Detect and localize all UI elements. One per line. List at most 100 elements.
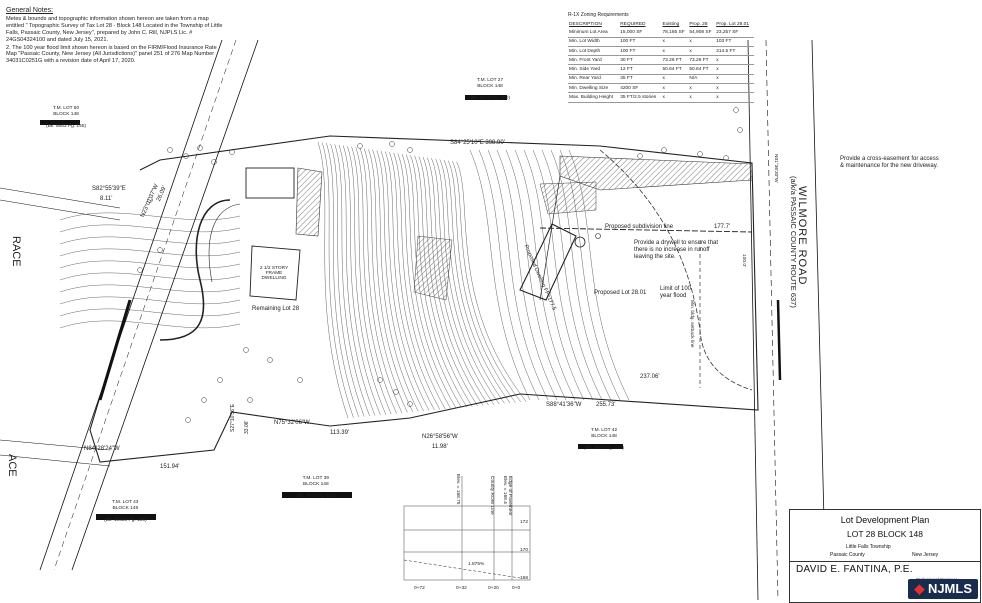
contour-line: [334, 144, 370, 417]
contour-line: [59, 320, 241, 329]
zoning-cell: x: [688, 83, 716, 94]
drywell-note: Provide a drywell to ensure that there i…: [634, 240, 719, 260]
county-label: Passaic County: [830, 552, 865, 558]
tax-lot-43-block: BLOCK 148: [112, 506, 139, 511]
wilmore-road: [747, 39, 827, 601]
bearing-mid-bottom-3-dim: 11.98': [432, 444, 448, 450]
zoning-cell: 50.64 FT: [661, 64, 689, 75]
profile-station-3: 0+20: [488, 586, 499, 591]
tax-lot-39-book: (Bk. 7946 Pg. 113): [296, 494, 336, 499]
zoning-cell: 30 FT: [619, 55, 662, 66]
tree-symbol: [197, 145, 203, 151]
profile-slope: 1.875%: [468, 562, 485, 567]
zoning-cell: x: [661, 37, 689, 47]
township-label: Little Falls Township: [846, 544, 891, 550]
tree-symbol: [637, 153, 643, 159]
zoning-cell: Min. Front Yard: [568, 55, 620, 66]
engineer-name: DAVID E. FANTINA, P.E.: [796, 564, 913, 575]
tree-symbol: [211, 159, 217, 165]
zoning-cell: Minimum Lot Area: [568, 28, 620, 38]
zoning-cell: 214.5 FT: [715, 46, 754, 57]
profile-station-2: 0+32: [456, 586, 467, 591]
tax-lot-39: T.M. LOT 39 BLOCK 148 (Bk. 7946 Pg. 113): [296, 476, 336, 500]
contour-line: [338, 144, 376, 416]
easement-note: Provide a cross-easement for access & ma…: [840, 156, 939, 169]
flood-limit-label: Limit of 100 year flood: [660, 286, 692, 299]
state-label: New Jersey: [912, 552, 939, 558]
contour-line: [351, 146, 392, 415]
contour-line: [368, 149, 414, 413]
zoning-cell: 54,908 SF: [688, 28, 716, 38]
tree-symbol: [737, 127, 743, 133]
contour-line: [405, 154, 462, 408]
zoning-cell: 4200 SF: [619, 83, 662, 94]
zoning-table-title: R-1X Zoning Requirements: [568, 12, 629, 18]
contour-line: [532, 149, 594, 401]
contour-line: [347, 146, 387, 415]
zoning-cell: 15,000 SF: [619, 28, 662, 38]
zoning-cell: x: [688, 37, 716, 47]
tax-lot-60-lot: T.M. LOT 60: [52, 106, 80, 111]
subdivision-line-2: [539, 175, 561, 301]
bearing-mid-bottom-2-dim: 33.06': [244, 420, 250, 434]
tax-lot-43-book: (Bk. 10330 Pg. 196): [104, 518, 147, 523]
slope-hatch: [413, 235, 453, 301]
existing-drive-hatch: [295, 167, 323, 237]
drywell-symbol-2: [595, 233, 601, 239]
tree-symbol: [407, 147, 413, 153]
general-notes: General Notes: Metes & bounds and topogr…: [6, 7, 228, 66]
tree-symbol: [147, 197, 153, 203]
existing-dwelling-footprint: [249, 245, 301, 301]
profile-172: 172: [520, 520, 529, 525]
zoning-cell: 100 FT: [619, 37, 662, 47]
plan-title: Lot Development Plan: [840, 515, 930, 525]
tax-lot-42: T.M. LOT 42 BLOCK 148 (Bk. 5668 Pg. 313): [584, 428, 624, 452]
contour-line: [469, 149, 531, 401]
contour-line: [443, 159, 511, 404]
zoning-cell: x: [661, 74, 689, 85]
subdivision-line: [539, 227, 753, 233]
contour-line: [59, 308, 241, 317]
zoning-header: Prop. 28: [689, 21, 708, 27]
contour-line: [478, 149, 540, 401]
tree-symbol: [217, 377, 223, 383]
tree-symbol: [661, 147, 667, 153]
lot-block-label: LOT 28 BLOCK 148: [847, 529, 923, 539]
contour-line: [372, 149, 419, 412]
bearing-left-top-dim: 8.11': [100, 196, 113, 202]
bearing-mid-bottom-1: N75°32'06"W: [274, 420, 310, 426]
contour-line: [59, 248, 241, 257]
zoning-cell: x: [661, 83, 689, 94]
contour-line: [59, 284, 241, 293]
existing-dwelling: [245, 167, 295, 199]
bearing-right-bottom-2: 237.06': [640, 374, 660, 380]
zoning-header: REQUIRED: [620, 21, 646, 27]
contour-line: [447, 160, 516, 403]
tree-symbol: [297, 377, 303, 383]
contour-line: [380, 150, 430, 411]
contour-line: [487, 149, 549, 401]
contour-line: [326, 143, 360, 418]
zoning-requirements-table: R-1X Zoning Requirements DESCRIPTION REQ…: [568, 12, 754, 103]
tax-lot-27-block: BLOCK 148: [477, 84, 503, 89]
zoning-cell: 78,165 SF: [661, 28, 689, 38]
contour-line: [59, 236, 241, 245]
profile-168: 168: [520, 576, 529, 581]
zoning-cell: Min. Rear Yard: [568, 74, 620, 85]
zoning-header: Prop. Lot 28.01: [716, 21, 750, 27]
county-route-label: (a/k/a PASSAIC COUNTY ROUTE 637): [789, 176, 798, 308]
bearing-mid-bottom-2: S27°10'36"E: [230, 403, 236, 432]
tree-symbol: [229, 149, 235, 155]
zoning-cell: 103 FT: [715, 37, 754, 47]
setback-label: Min. bldg. setback line: [689, 300, 694, 348]
contour-line: [514, 149, 576, 401]
general-notes-heading: General Notes:: [6, 7, 54, 14]
road-label-left-bottom: ACE: [6, 454, 18, 477]
